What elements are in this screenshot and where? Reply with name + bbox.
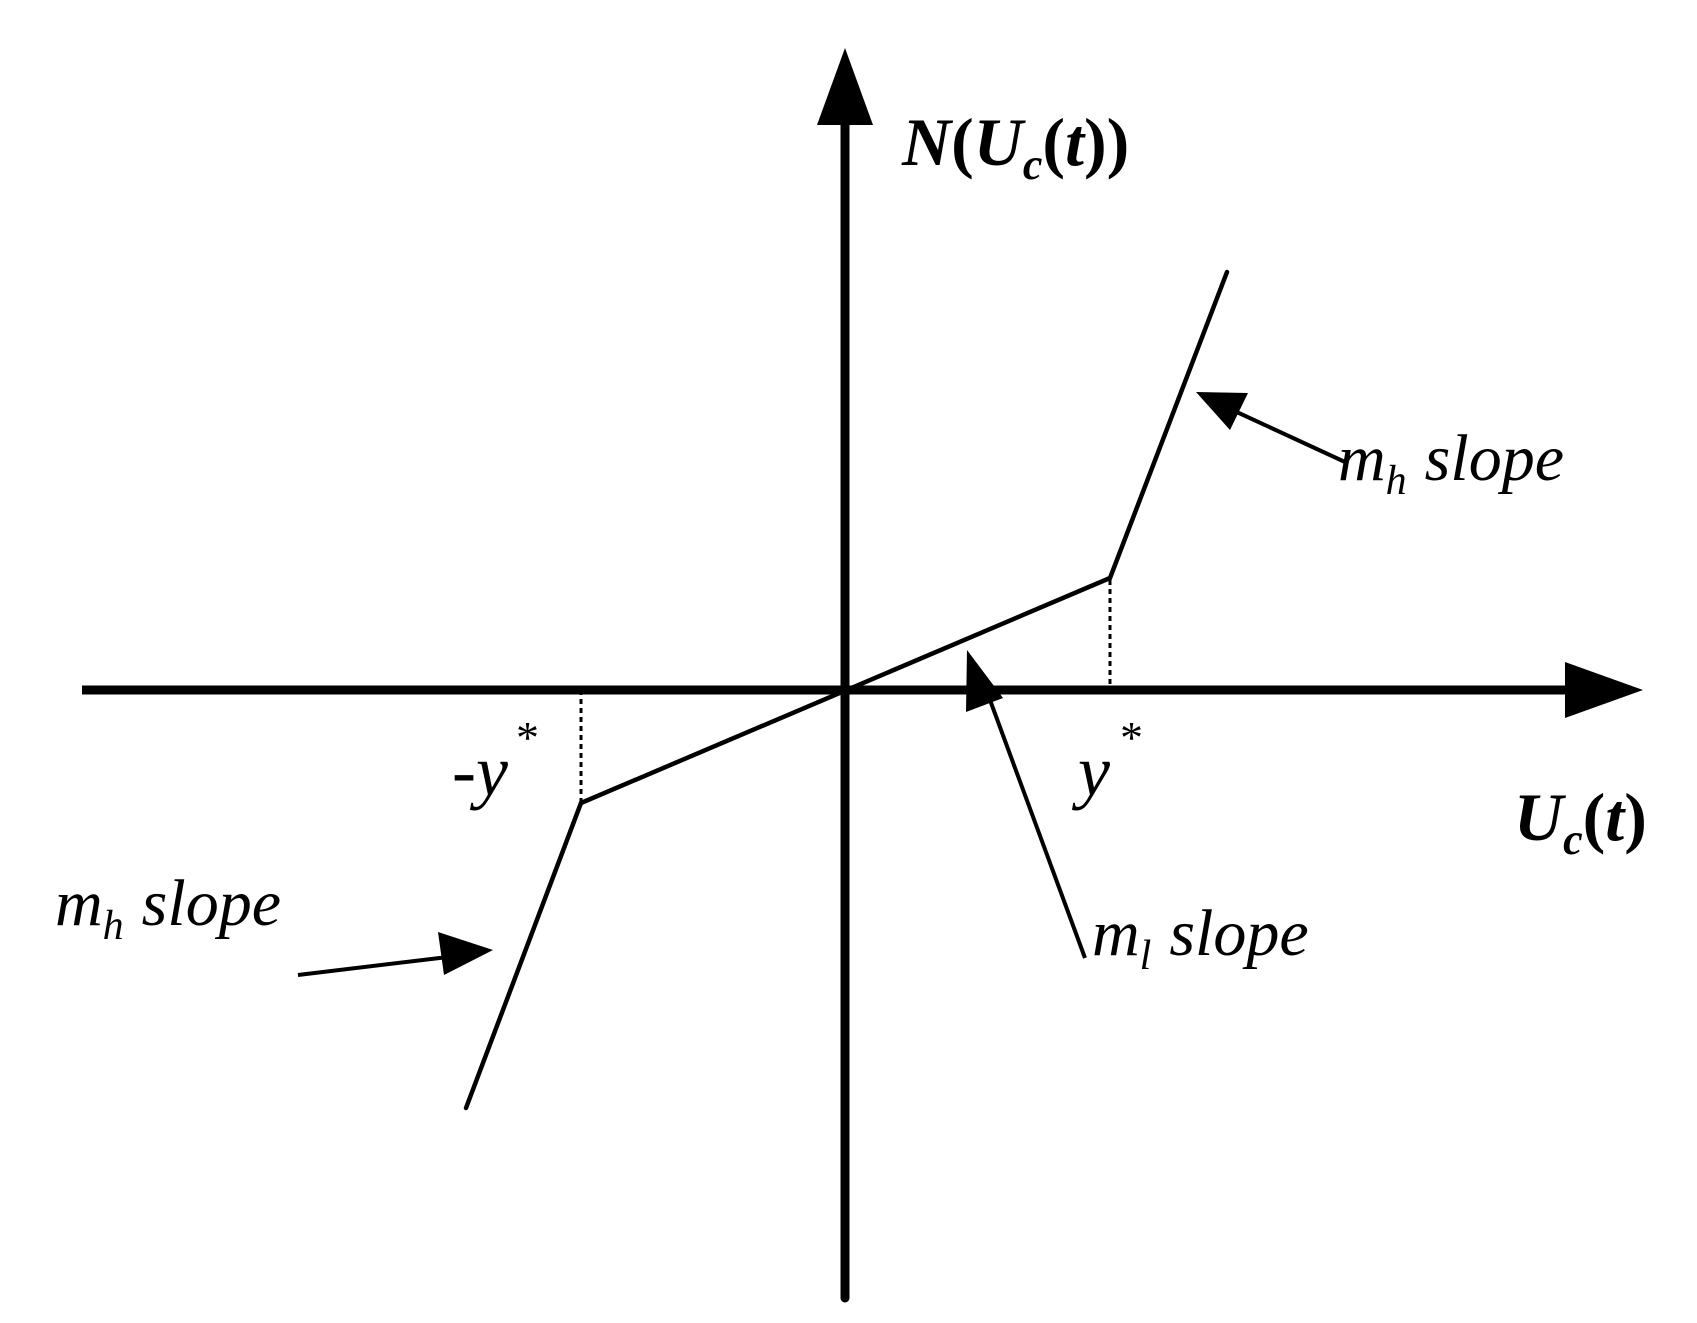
x-axis-arrowhead bbox=[1565, 662, 1643, 718]
middle-slope-arrowhead bbox=[966, 650, 1003, 712]
middle-slope-arrow-shaft bbox=[988, 699, 1087, 959]
y-axis-arrowhead bbox=[817, 48, 873, 125]
lower-slope-arrowhead bbox=[438, 932, 493, 975]
upper-slope-arrowhead bbox=[1196, 392, 1248, 430]
characteristic-curve bbox=[463, 269, 1230, 1111]
upper-slope-arrow-shaft bbox=[1227, 406, 1346, 464]
neg-breakpoint-label: -y* bbox=[452, 712, 539, 811]
x-axis-label: Uc(t) bbox=[1514, 779, 1647, 864]
pos-breakpoint-label: y* bbox=[1071, 712, 1143, 811]
y-axis-label: N(Uc(t)) bbox=[901, 104, 1129, 189]
lower-slope-arrow-shaft bbox=[297, 955, 449, 977]
